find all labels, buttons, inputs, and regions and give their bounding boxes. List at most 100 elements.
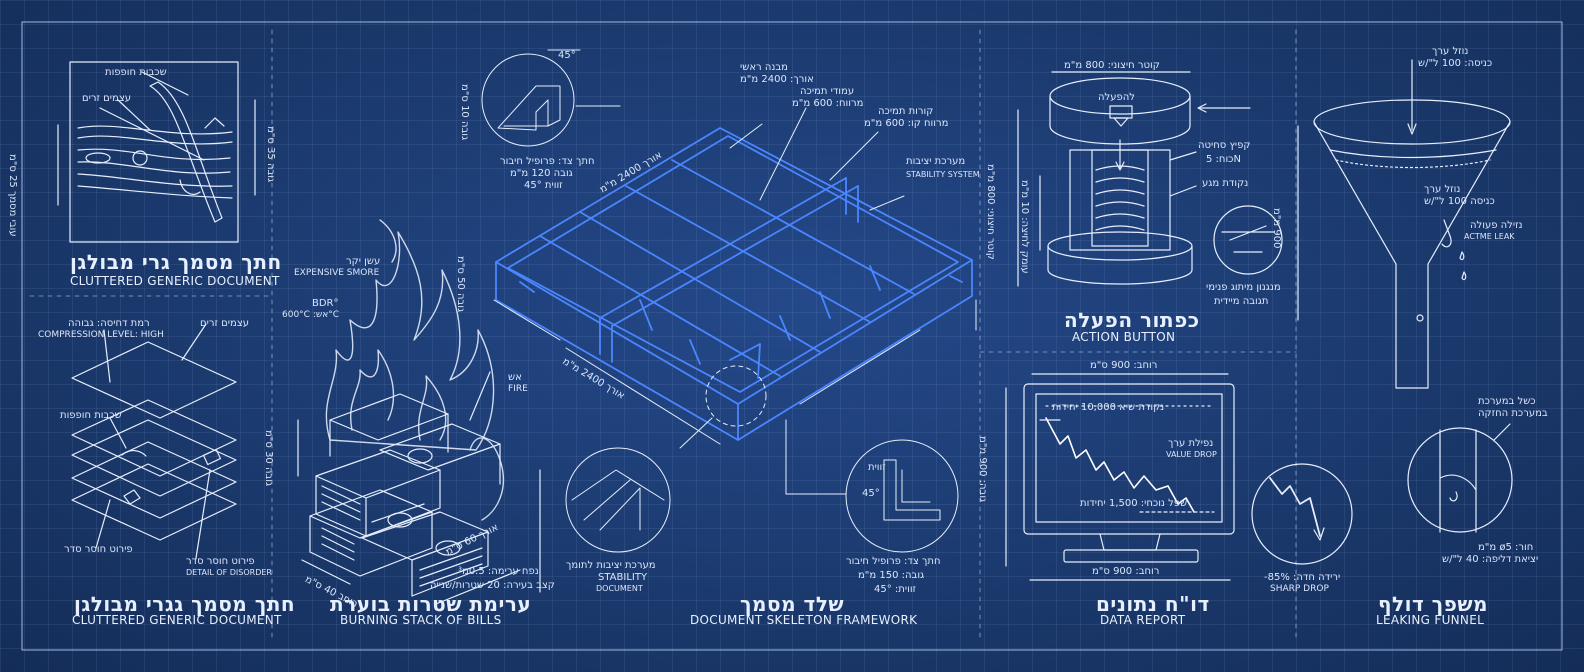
title-he-report: דו"ח נתונים xyxy=(1096,592,1210,616)
note-document-height: גובה 35 ס"מ xyxy=(265,126,276,183)
leaking-funnel xyxy=(1297,59,1513,533)
note-leak-he: נזילה פעולה xyxy=(1470,220,1523,231)
note-liquid-rate: כניסה 100 ל"/ש xyxy=(1424,196,1495,207)
title-en-bills: BURNING STACK OF BILLS xyxy=(340,613,502,627)
note-fire-he: אש xyxy=(508,372,522,383)
note-sharp-drop-he: ירידה חדה: 85%- xyxy=(1264,572,1341,583)
note-current-low: שפל נוכחי: 1,500 יחידות xyxy=(1080,498,1188,509)
note-beam-spacing: מרווח קו: 600 מ"מ xyxy=(864,118,949,129)
switch-detail-circle xyxy=(1213,205,1283,275)
note-document-thickness: עובי מסמך 25 ס"מ xyxy=(7,154,18,237)
title-en-framework: DOCUMENT SKELETON FRAMEWORK xyxy=(690,613,918,627)
note-support-columns: עמודי תמיכה xyxy=(800,86,855,97)
title-en-funnel: LEAKING FUNNEL xyxy=(1376,613,1485,627)
note-profile-section-angle: זווית 45° xyxy=(524,180,563,191)
title-en-cluttered-bottom: CLUTTERED GENERIC DOCUMENT xyxy=(72,613,282,627)
note-foreign-objects: עצמים זרים xyxy=(82,93,132,104)
note-switch-mechanism: מנגנון מיתוג פנימי xyxy=(1206,282,1281,293)
note-contact-point: נקודת מגע xyxy=(1202,178,1249,189)
note-press-depth: עומק לחיצה: 10 מ"מ xyxy=(1019,180,1030,274)
panel-dividers xyxy=(29,29,1297,641)
note-foreign-objects-2: עצמים זרים xyxy=(200,318,250,329)
note-disorder-right: פירוט חוסר סדר xyxy=(186,556,255,567)
note-value-drop-he: נפילת ערך xyxy=(1168,438,1214,449)
note-spring-force: כוח: 5N xyxy=(1206,154,1241,165)
note-value-drop-en: VALUE DROP xyxy=(1166,450,1217,459)
note-stability-en: STABILITY SYSTEM xyxy=(906,170,980,179)
title-en-cluttered-top: CLUTTERED GENERIC DOCUMENT xyxy=(70,274,280,288)
note-instant-response: תגובה מיידית xyxy=(1214,296,1269,307)
note-inlet-rate: כניסה: 100 ל"/ש xyxy=(1418,58,1493,69)
note-joint-height: גובה: 150 מ"מ xyxy=(858,570,925,581)
exploded-document-layers xyxy=(71,323,237,559)
note-support-spacing: מרווח: 600 מ"מ xyxy=(792,98,864,109)
framework-annotations xyxy=(481,49,977,553)
title-he-button: כפתור הפעלה xyxy=(1064,308,1200,332)
note-overlapping-layers-2: שכבות חופפות xyxy=(60,410,122,421)
note-joint-angle-label: זווית xyxy=(868,462,886,473)
note-failure-system: במערכת החזקה xyxy=(1478,408,1548,419)
note-stability-support-he: מערכת יציבות לתומך xyxy=(566,560,656,571)
note-profile-section-height: גובה 120 מ"מ xyxy=(510,168,573,179)
title-he-funnel: משפך דולף xyxy=(1378,592,1489,616)
note-peak-point: נקודת שיא 10,000 יחידות xyxy=(1052,402,1165,413)
note-compression-spring: קפיץ סחיטה xyxy=(1198,140,1251,151)
note-hole-size: חור: ø5 מ"מ xyxy=(1478,542,1534,553)
note-leak-en: ACTME LEAK xyxy=(1464,232,1515,241)
note-support-beams: קורות תמיכה xyxy=(878,106,934,117)
action-button-drawing xyxy=(1017,71,1283,287)
note-compression-he: רמת דחיסה: גבוהה xyxy=(68,318,150,329)
note-failure-he: כשל במערכת xyxy=(1478,396,1536,407)
note-disorder-left: פירוט חוסר סדר xyxy=(64,544,133,555)
note-report-width-top: רוחב: 900 ס"מ xyxy=(1090,360,1158,371)
note-report-height: גובה: 900 מ"מ xyxy=(977,436,988,503)
note-inlet-he: נוזל ערך xyxy=(1432,46,1469,57)
hole-detail-circle xyxy=(1407,427,1513,533)
note-joint-angle: זווית: 45° xyxy=(874,584,917,595)
note-temp-value: 600°C :אש°C xyxy=(282,310,340,320)
note-smoke-en: EXPENSIVE SMORE xyxy=(294,268,380,278)
note-temp-label: BDR° xyxy=(312,298,339,309)
note-stability-support-en: STABILITY xyxy=(598,572,648,583)
note-joint-section: חתך צד: פרופיל חיבור xyxy=(846,556,941,567)
note-profile-height: גובה 10 ס"מ xyxy=(459,84,470,141)
note-profile-section: חתך צד: פרופיל חיבור xyxy=(500,156,595,167)
title-he-cluttered-bottom: חתך מסמך גגרי מבולגן xyxy=(74,592,296,616)
note-compression-en: COMPRESSION LEVEL: HIGH xyxy=(38,330,164,340)
note-frame-height: גובה 50 ס"מ xyxy=(455,256,466,313)
note-joint-angle-mark: 45° xyxy=(862,488,880,499)
note-outer-diameter-side: קוטר חיצוני: 800 מ"מ xyxy=(985,164,996,260)
note-smoke-he: עשן יקר xyxy=(346,256,381,267)
note-fire-en: FIRE xyxy=(508,384,528,394)
note-disorder-en: DETAIL OF DISORDER xyxy=(186,568,272,577)
sharp-drop-circle xyxy=(1251,463,1353,565)
note-bills-height: גובה 30 ס"מ xyxy=(263,430,274,487)
note-sharp-drop-en: SHARP DROP xyxy=(1270,584,1329,594)
note-angle-top: 45° xyxy=(558,50,576,61)
note-leak-rate: יציאת דליפה: 40 ל"/ש xyxy=(1442,554,1539,565)
data-report-monitor xyxy=(1005,373,1353,581)
title-he-cluttered-top: חתך מסמך גרי מבולגן xyxy=(70,250,282,274)
cluttered-document-section xyxy=(57,61,256,243)
note-report-width-bottom: רוחב: 900 ס"מ xyxy=(1092,566,1160,577)
note-stability-he: מערכת יציבות xyxy=(906,156,966,167)
note-outer-diameter-top: קוטר חיצוני: 800 מ"מ xyxy=(1064,60,1160,71)
title-en-button: ACTION BUTTON xyxy=(1072,330,1176,344)
note-liquid-he: נוזל ערך xyxy=(1424,184,1461,195)
skeleton-framework xyxy=(495,127,973,441)
title-en-report: DATA REPORT xyxy=(1100,613,1186,627)
note-funnel-height: 900 מ"מ xyxy=(1271,208,1282,249)
note-volume: נפח ערימה: 0.5מ³ xyxy=(458,566,539,577)
note-main-structure: מבנה ראשי xyxy=(740,62,788,73)
note-stability-document: DOCUMENT xyxy=(596,584,643,593)
note-burn-rate: קצב בעירה: 20 שטרות/שנייה xyxy=(430,580,555,591)
detail-circle-bottom xyxy=(565,447,671,553)
title-he-bills: ערימת שטרות בוערת xyxy=(330,592,532,616)
title-he-framework: שלד מסמך xyxy=(740,592,845,616)
bill-bricks xyxy=(309,393,501,597)
burning-bills-stack xyxy=(297,219,541,605)
detail-circle-right xyxy=(845,439,959,553)
detail-circle-top xyxy=(481,53,575,147)
